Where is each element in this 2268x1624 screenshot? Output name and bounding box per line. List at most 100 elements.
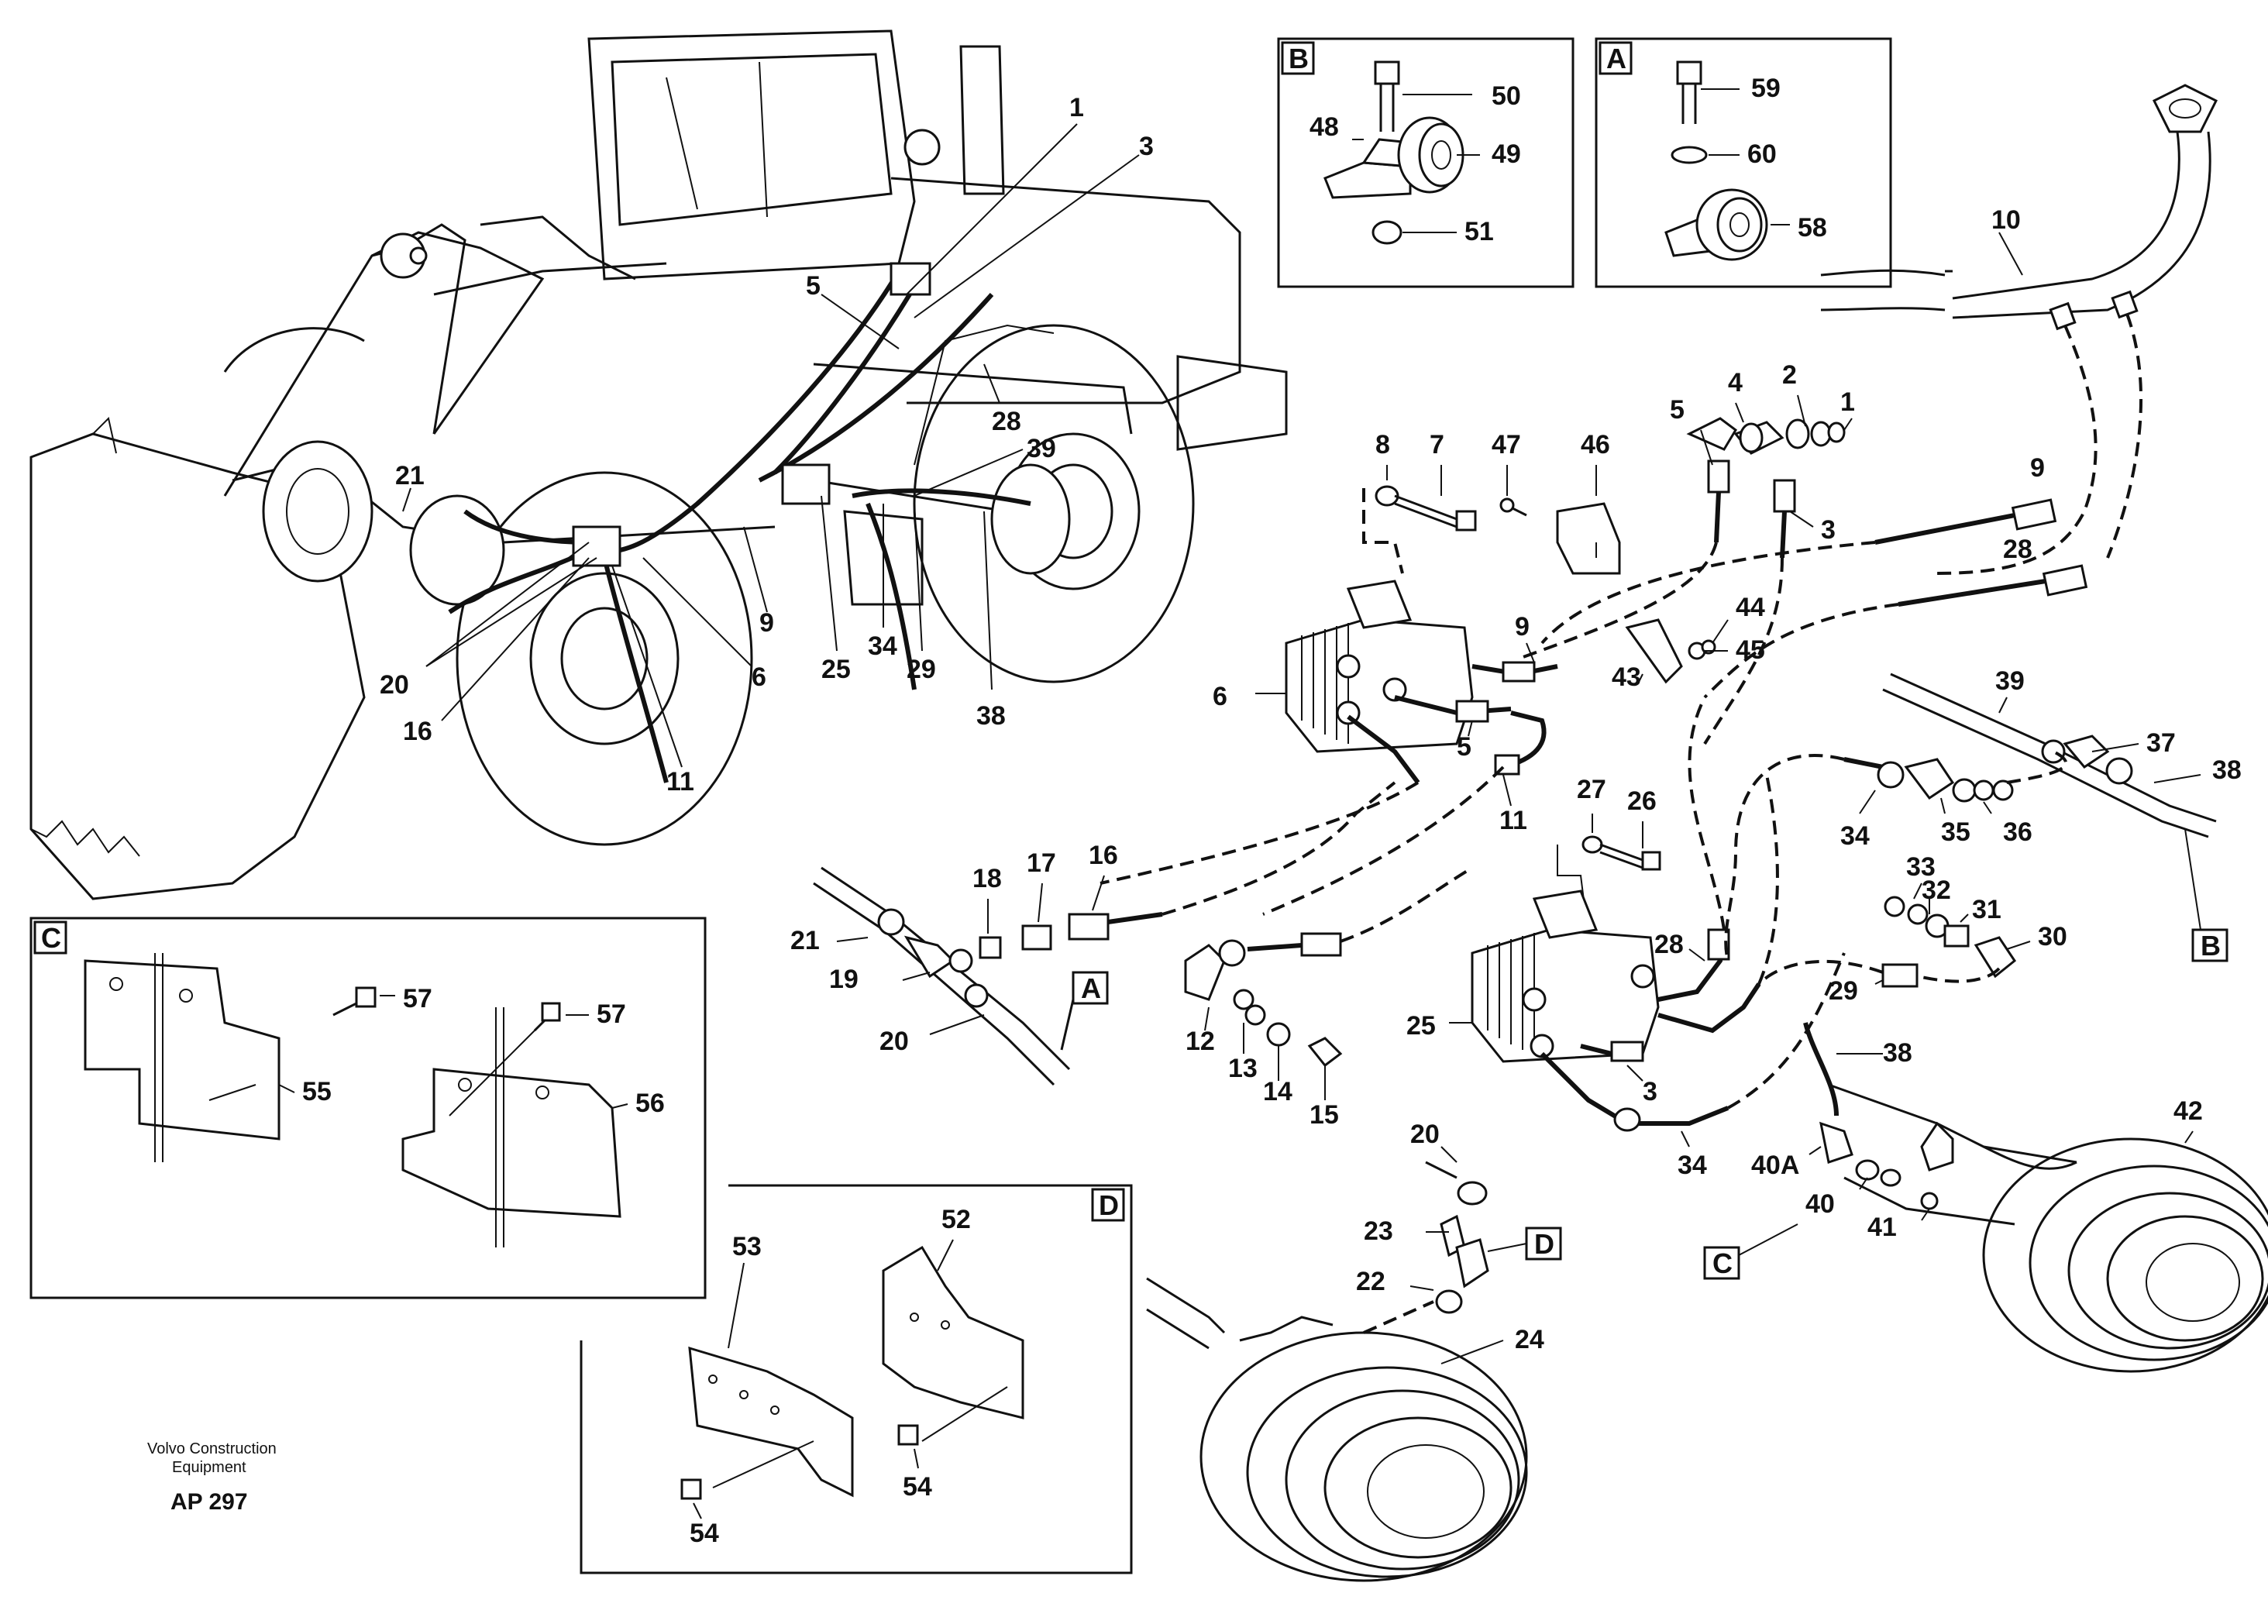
callout-28-right: 28 [2003,535,2032,564]
callout-20-axle: 20 [1410,1120,1440,1149]
callout-48: 48 [1310,112,1339,142]
fittings-12-15: 12 13 14 15 [1184,866,1474,1130]
callout-42: 42 [2173,1096,2203,1126]
callout-3-top: 3 [1821,515,1836,545]
callout-34-right: 34 [1840,821,1870,851]
callout-59: 59 [1751,74,1781,103]
callout-21-hose: 21 [790,926,820,955]
callout-15: 15 [1310,1100,1339,1130]
callout-35: 35 [1941,817,1970,847]
callout-3-cooler: 3 [1643,1077,1657,1106]
callout-58: 58 [1798,213,1827,243]
callout-19: 19 [829,965,859,994]
callout-56: 56 [635,1089,665,1118]
callout-20-loader: 20 [380,670,409,700]
tag-c: C [1712,1247,1733,1279]
callout-47: 47 [1492,430,1521,459]
callout-17: 17 [1027,848,1056,878]
oil-cooler-upper: 6 9 5 11 44 45 43 [1100,580,1765,916]
detail-d-tag: D [1099,1189,1119,1221]
callout-34-cooler: 34 [1678,1151,1707,1180]
detail-b-tag: B [1289,43,1309,74]
callout-60: 60 [1747,139,1777,169]
tag-d: D [1534,1228,1554,1260]
callout-8: 8 [1375,430,1390,459]
credit-company-line2: Equipment [172,1459,246,1476]
callout-55: 55 [302,1077,332,1106]
detail-c-panel: C 57 55 57 56 [29,917,707,1299]
callout-36: 36 [2003,817,2032,847]
callout-32: 32 [1922,876,1951,905]
callout-14: 14 [1263,1077,1292,1106]
callout-38-axle: 38 [1883,1038,1912,1068]
detail-b-panel: B 50 48 49 51 [1277,37,1575,288]
tag-a: A [1081,972,1101,1004]
callout-29-loader: 29 [907,655,936,684]
callout-39-loader: 39 [1027,434,1056,463]
callout-40: 40 [1805,1189,1835,1219]
oil-cooler-lower: 27 26 25 28 3 34 [1406,697,1846,1180]
callout-3-loader: 3 [1139,132,1154,161]
detail-a-panel: A 59 60 58 [1595,37,1892,288]
callout-52: 52 [941,1205,971,1234]
exhaust-pipe: 10 9 28 [1540,84,2218,699]
callout-6-cooler: 6 [1213,682,1227,711]
callout-18: 18 [972,864,1002,893]
callout-23: 23 [1364,1216,1393,1246]
detail-d-panel: D 53 52 54 54 [580,1184,1133,1574]
callout-44: 44 [1736,593,1765,622]
callout-33: 33 [1906,852,1936,882]
callout-29-right: 29 [1829,976,1858,1006]
callout-25-loader: 25 [821,655,851,684]
callout-27: 27 [1577,775,1606,804]
callout-12: 12 [1186,1027,1215,1056]
front-axle-lower: 20 23 22 24 D [1146,1120,1562,1582]
callout-1-loader: 1 [1069,93,1084,122]
callout-28-cooler: 28 [1654,930,1684,959]
callout-5-loader: 5 [806,271,821,301]
callout-28-loader: 28 [992,407,1021,436]
callout-25-cooler: 25 [1406,1011,1436,1041]
callout-57-a: 57 [403,984,432,1013]
callout-7: 7 [1430,430,1444,459]
callout-39: 39 [1995,666,2025,696]
callout-30: 30 [2038,922,2067,951]
diagram-code: AP 297 [170,1489,248,1515]
callout-53: 53 [732,1232,762,1261]
credit-company-line1: Volvo Construction [147,1440,277,1457]
callout-4: 4 [1728,368,1743,397]
loader-callouts: 1 3 5 28 39 21 9 6 20 16 11 25 34 29 38 [380,93,1154,797]
callout-43: 43 [1612,662,1641,692]
callout-31: 31 [1972,895,2001,924]
callout-34-loader: 34 [868,631,897,661]
callout-37: 37 [2146,728,2176,758]
callout-38-right: 38 [2212,755,2242,785]
hose-run-a: 21 19 18 17 16 20 A [790,781,1396,1086]
callout-26: 26 [1627,786,1657,816]
callout-1-top: 1 [1840,387,1855,417]
callout-16-hose: 16 [1089,841,1118,870]
callout-11-loader: 11 [666,767,694,797]
callout-21-loader: 21 [395,461,425,490]
callout-46: 46 [1581,430,1610,459]
callout-38-loader: 38 [976,701,1006,731]
detail-c-tag: C [41,922,61,954]
callout-51: 51 [1464,217,1494,246]
callout-49: 49 [1492,139,1521,169]
callout-5-top: 5 [1670,395,1685,425]
callout-24: 24 [1515,1325,1544,1354]
callout-13: 13 [1228,1054,1258,1083]
callout-54-a: 54 [690,1519,719,1548]
wheel-loader-illustration [29,29,1288,900]
tag-b: B [2201,930,2221,962]
callout-57-b: 57 [597,1000,626,1029]
callout-20-hose: 20 [879,1027,909,1056]
callout-5-cooler: 5 [1457,732,1471,762]
callout-41: 41 [1867,1213,1897,1242]
callout-45: 45 [1736,635,1765,665]
rear-axle-right: 38 40A 40 41 42 C [1703,1022,2268,1373]
top-fittings: 1 2 4 5 3 8 7 47 46 [1362,360,1855,745]
callout-9-loader: 9 [759,608,774,638]
callout-9-cooler: 9 [1515,612,1530,642]
